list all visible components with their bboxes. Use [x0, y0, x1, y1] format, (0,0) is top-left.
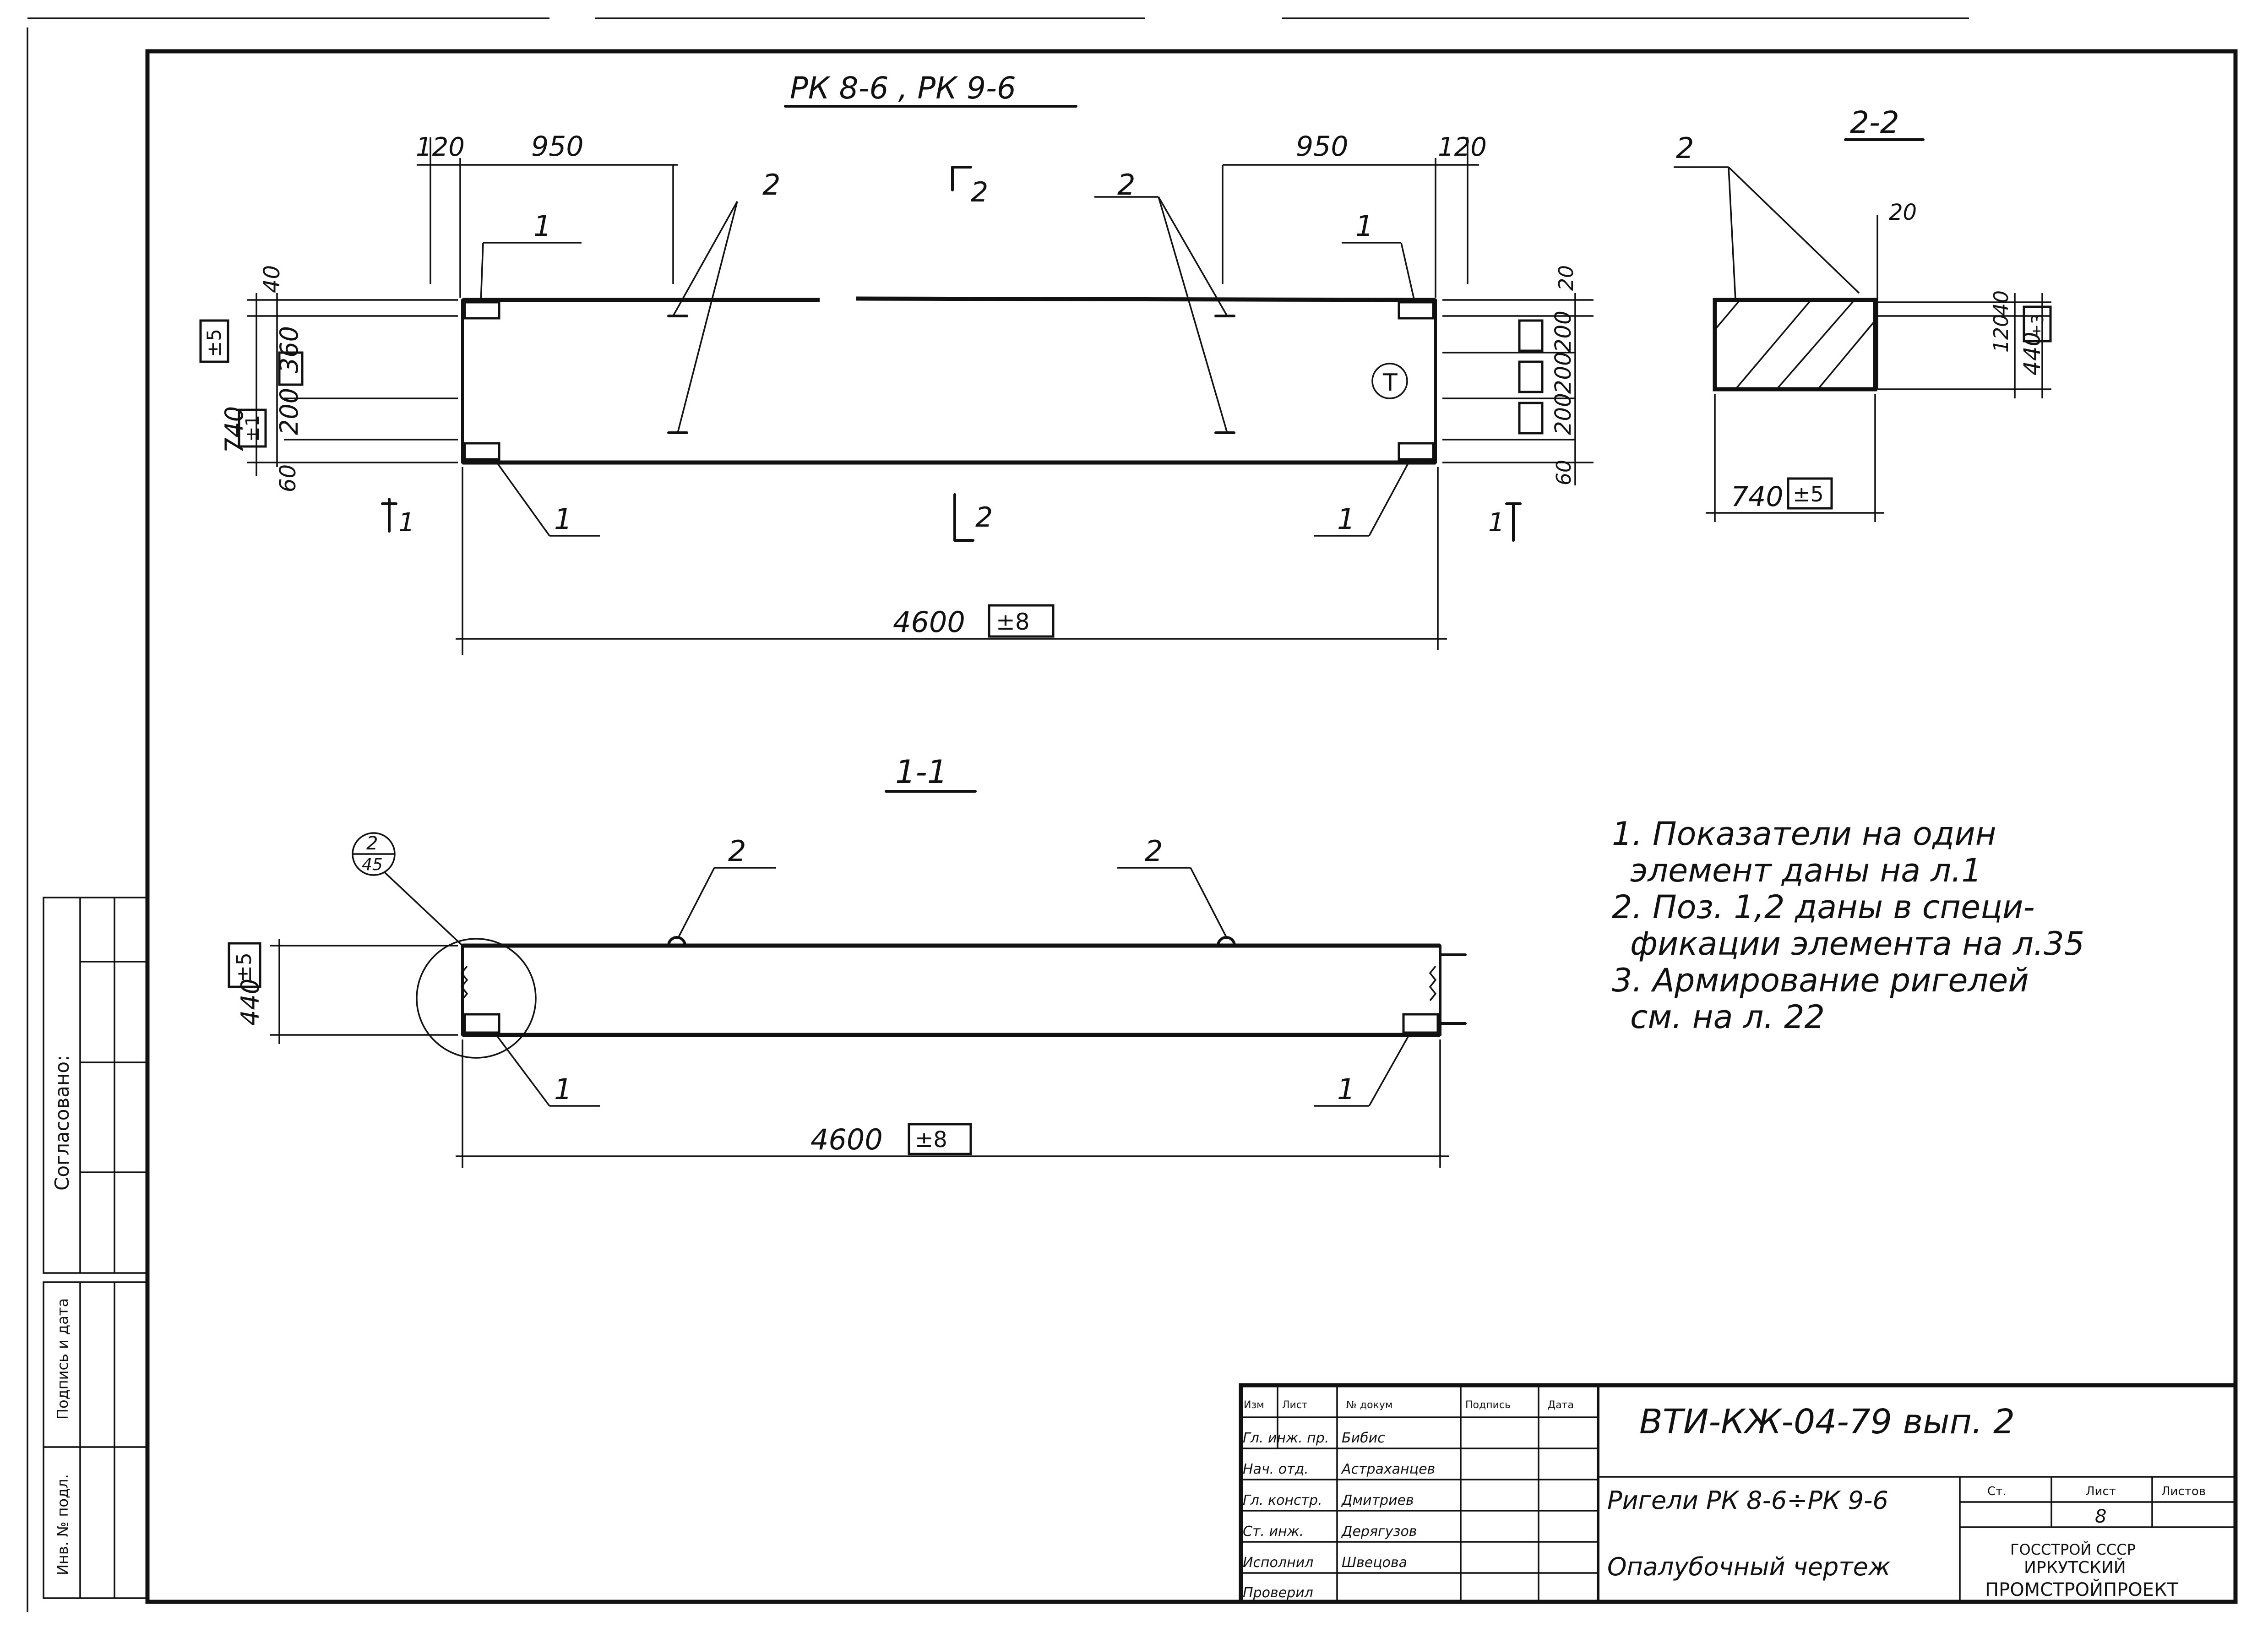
tol-8: ±8	[996, 609, 1030, 635]
dim-4600: 4600	[893, 605, 965, 639]
callout-top: 2	[366, 833, 378, 854]
tol-8: ±8	[915, 1127, 947, 1153]
note-line: фикации элемента на л.35	[1630, 925, 2084, 963]
row-role: Проверил	[1243, 1585, 1313, 1601]
cut-1-label: 1	[398, 508, 415, 538]
tol-5: ±5	[1793, 482, 1824, 506]
dim-200: 200	[1550, 393, 1576, 435]
title-block: ВТИ-КЖ-04-79 вып. 2 Ригели РК 8-6÷РК 9-6…	[1239, 1383, 2238, 1604]
dim-60: 60	[1552, 460, 1576, 485]
elevation-view: РК 8-6 , РК 9-6 2 2 1 1 1	[199, 71, 1594, 655]
dim-40: 40	[259, 265, 285, 293]
stamp-header: Согласовано:	[51, 1055, 73, 1191]
doc-name-1: Ригели РК 8-6÷РК 9-6	[1607, 1486, 1888, 1515]
tol-1: ±1	[242, 415, 263, 442]
row-role: Гл. констр.	[1243, 1492, 1322, 1508]
pos-2-label: 2	[728, 834, 746, 868]
section-1-1: 1-1 2 45 2 2 1 1 440 ±5	[228, 753, 1467, 1168]
row-name: Дмитриев	[1341, 1492, 1414, 1508]
pos-1-label: 1	[554, 502, 572, 536]
sheet-label: Лист	[2086, 1485, 2116, 1498]
callout-bottom: 45	[362, 855, 383, 874]
doc-name-2: Опалубочный чертеж	[1607, 1552, 1891, 1581]
pos-1-label: 1	[554, 1072, 572, 1106]
org-line-2: ИРКУТСКИЙ	[2024, 1558, 2126, 1577]
pos-1-label: 1	[1355, 209, 1373, 243]
cut-2-label: 2	[971, 176, 988, 208]
dim-20: 20	[1555, 265, 1578, 291]
pos-2-label: 2	[762, 168, 780, 201]
doc-code: ВТИ-КЖ-04-79 вып. 2	[1639, 1402, 2015, 1442]
section-2-2: 2-2 2 20 40 120 440 ±3 740 ±5	[1674, 105, 2052, 522]
tol-5: ±5	[203, 329, 225, 357]
cut-1-label: 1	[1488, 508, 1505, 538]
sheets-label: Листов	[2161, 1485, 2206, 1498]
dim-740: 740	[1731, 481, 1784, 513]
sheet-frame	[27, 17, 2238, 1612]
section-2-title: 2-2	[1850, 105, 1899, 140]
row-role: Нач. отд.	[1243, 1461, 1309, 1477]
pos-1-label: 1	[1337, 502, 1355, 536]
row-role: Гл. инж. пр.	[1243, 1430, 1329, 1446]
row-role: Исполнил	[1243, 1555, 1313, 1571]
hdr-list: Лист	[1282, 1399, 1308, 1411]
notes-block: 1. Показатели на один элемент даны на л.…	[1612, 815, 2084, 1036]
note-line: элемент даны на л.1	[1630, 852, 1982, 889]
pos-1-label: 1	[1337, 1072, 1355, 1106]
stamp-sign-date: Подпись и дата	[54, 1298, 71, 1420]
dim-40: 40	[1990, 290, 2013, 316]
pos-1-label: 1	[533, 209, 551, 243]
dim-120: 120	[1438, 132, 1487, 162]
dim-60: 60	[275, 464, 301, 492]
hdr-doc: № докум	[1346, 1399, 1392, 1411]
dim-200: 200	[1550, 310, 1576, 353]
stamp-inv: Инв. № подл.	[54, 1474, 71, 1575]
dim-200: 200	[1550, 352, 1576, 394]
pos-2-label: 2	[1117, 168, 1135, 201]
hdr-date: Дата	[1548, 1399, 1574, 1411]
dim-120: 120	[1990, 314, 2013, 353]
mark-T: T	[1382, 369, 1398, 397]
cut-2-label: 2	[975, 501, 993, 533]
note-line: 1. Показатели на один	[1612, 815, 1996, 853]
note-line: 2. Поз. 1,2 даны в специ-	[1612, 888, 2035, 926]
stage-label: Ст.	[1987, 1485, 2007, 1498]
row-name: Швецова	[1342, 1555, 1407, 1571]
hdr-sign: Подпись	[1465, 1399, 1511, 1411]
dim-200: 200	[275, 388, 304, 435]
view-title: РК 8-6 , РК 9-6	[790, 71, 1016, 106]
dim-20: 20	[1889, 200, 1917, 225]
tol-5: ±5	[233, 952, 256, 982]
section-1-title: 1-1	[895, 753, 947, 791]
tol-3: ±3	[2029, 314, 2047, 338]
note-line: см. на л. 22	[1630, 998, 1825, 1036]
row-name: Бибис	[1342, 1430, 1385, 1446]
dim-950: 950	[1296, 131, 1349, 163]
org-line-3: ПРОМСТРОЙПРОЕКТ	[1985, 1578, 2178, 1600]
pos-2-label: 2	[1676, 131, 1694, 165]
note-line: 3. Армирование ригелей	[1612, 962, 2029, 999]
row-name: Астраханцев	[1341, 1461, 1435, 1477]
side-stamp: Согласовано: Инв. № подл. Подпись и дата	[43, 897, 147, 1599]
row-role: Ст. инж.	[1243, 1524, 1304, 1540]
hdr-izm: Изм	[1244, 1399, 1264, 1411]
dim-950: 950	[531, 131, 584, 163]
sheet-number: 8	[2095, 1506, 2106, 1527]
dim-120: 120	[416, 132, 465, 162]
pos-2-label: 2	[1145, 834, 1163, 868]
org-line-1: ГОССТРОЙ СССР	[2010, 1541, 2136, 1558]
dim-4600: 4600	[810, 1123, 883, 1156]
row-name: Дерягузов	[1341, 1524, 1417, 1540]
